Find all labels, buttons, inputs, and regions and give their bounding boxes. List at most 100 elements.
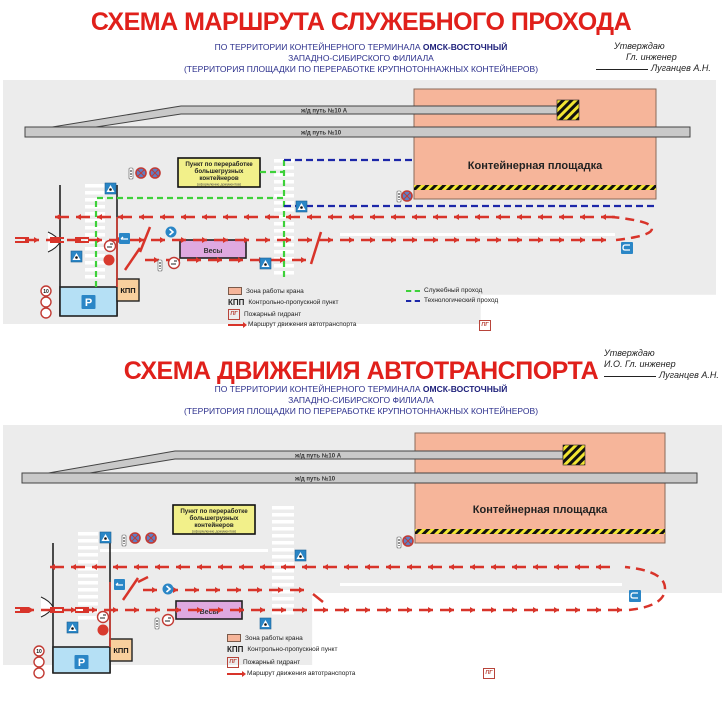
hydrant-icon: ПГ	[228, 309, 240, 320]
route-arrowhead	[386, 564, 391, 570]
crosswalk-stripe	[85, 191, 105, 195]
crosswalk-stripe	[272, 569, 294, 573]
route-arrowhead	[323, 607, 328, 613]
route-arrowhead	[155, 607, 160, 613]
route-arrowhead	[433, 237, 438, 243]
scheme-subtitle: ПО ТЕРРИТОРИИ КОНТЕЙНЕРНОГО ТЕРМИНАЛА ОМ…	[0, 384, 722, 417]
scales-label: Весы	[204, 248, 223, 255]
route-arrowhead	[407, 607, 412, 613]
route-arrowhead	[596, 564, 601, 570]
route-arrowhead	[160, 237, 165, 243]
hydrant-icon: ПГ	[483, 668, 495, 679]
pedestrian-crossing-icon	[300, 206, 303, 209]
route-arrowhead	[538, 237, 543, 243]
container-yard-label: Контейнерная площадка	[468, 160, 603, 172]
route-arrowhead	[407, 564, 412, 570]
route-arrowhead	[97, 214, 102, 220]
route-arrowhead	[134, 564, 139, 570]
crosswalk-stripe	[85, 247, 105, 251]
subtitle-area: (ТЕРРИТОРИЯ ПЛОЩАДКИ ПО ПЕРЕРАБОТКЕ КРУП…	[183, 406, 539, 416]
legend-label: Служебный проход	[424, 287, 483, 294]
processing-point-label: Пункт по переработке	[180, 508, 248, 515]
route-arrowhead	[244, 237, 249, 243]
route-arrowhead	[217, 257, 222, 263]
road-marking	[100, 549, 268, 552]
route-arrowhead	[370, 237, 375, 243]
crosswalk-stripe	[78, 532, 98, 536]
crosswalk-stripe	[78, 553, 98, 557]
route-arrowhead	[391, 214, 396, 220]
route-arrowhead	[215, 587, 220, 593]
route-arrow-swatch	[227, 670, 246, 677]
approval-block: Утверждаю Гл. инженер Луганцев А.Н.	[596, 41, 711, 74]
route-arrowhead	[449, 564, 454, 570]
track-10a-label: ж/д путь №10 А	[294, 453, 342, 460]
route-arrowhead	[580, 237, 585, 243]
route-arrowhead	[176, 564, 181, 570]
restriction-sign-icon	[33, 645, 45, 657]
restriction-sign-icon	[33, 667, 45, 679]
route-arrowhead	[265, 214, 270, 220]
subtitle-branch: ЗАПАДНО-СИБИРСКОГО ФИЛИАЛА	[288, 53, 434, 63]
route-arrowhead	[428, 564, 433, 570]
pedestrian-crossing-icon	[104, 537, 107, 540]
no-turn-icon	[100, 614, 106, 619]
no-turn-icon	[171, 260, 177, 265]
crane-rail-hazard	[415, 529, 665, 534]
no-turn-icon	[167, 256, 181, 270]
route-arrowhead	[281, 564, 286, 570]
subtitle-prefix: ПО ТЕРРИТОРИИ КОНТЕЙНЕРНОГО ТЕРМИНАЛА	[214, 384, 423, 394]
lane-sign-icon	[120, 236, 128, 240]
route-arrowhead	[139, 237, 144, 243]
direction-sign-icon	[165, 226, 177, 238]
crosswalk-stripe	[78, 581, 98, 585]
route-arrowhead	[601, 237, 606, 243]
parking-icon: P	[78, 657, 85, 669]
crosswalk-stripe	[272, 597, 294, 601]
parking-icon	[74, 655, 89, 669]
route-arrowhead	[533, 607, 538, 613]
route-arrowhead	[517, 237, 522, 243]
direction-sign-icon	[168, 228, 175, 236]
crosswalk-stripe	[272, 562, 294, 566]
route-arrowhead	[328, 237, 333, 243]
crosswalk-stripe	[85, 184, 105, 188]
route-arrowhead	[286, 214, 291, 220]
direction-sign-icon	[162, 583, 174, 595]
legend-crane-zone: Зона работы крана	[228, 287, 304, 295]
crosswalk-stripe	[78, 539, 98, 543]
route-arrowhead	[92, 564, 97, 570]
legend-label: Маршрут движения автотранспорта	[248, 321, 357, 328]
approval-block: Утверждаю И.О. Гл. инженер Луганцев А.Н.	[604, 348, 719, 381]
no-stopping-icon	[137, 169, 145, 177]
crosswalk-stripe	[85, 226, 105, 230]
route-arrowhead	[496, 237, 501, 243]
route-arrowhead	[370, 214, 375, 220]
kpp-label: КПП	[113, 646, 128, 655]
route-arrowhead	[470, 607, 475, 613]
route-arrowhead	[152, 587, 157, 593]
parking-icon: P	[85, 297, 92, 309]
route-loop	[624, 565, 667, 612]
processing-point-label: контейнеров	[199, 175, 239, 182]
subtitle-branch: ЗАПАДНО-СИБИРСКОГО ФИЛИАЛА	[288, 395, 434, 405]
scheme-title: СХЕМА МАРШРУТА СЛУЖЕБНОГО ПРОХОДА	[90, 8, 632, 36]
route-arrowhead	[260, 564, 265, 570]
route-diagonal	[137, 575, 149, 584]
route-arrowhead	[197, 607, 202, 613]
route-arrowhead	[239, 607, 244, 613]
route-arrowhead	[575, 607, 580, 613]
crosswalk-stripe	[272, 555, 294, 559]
route-arrowhead	[118, 214, 123, 220]
route-arrowhead	[154, 257, 159, 263]
processing-point-note: (оформление документов)	[197, 183, 241, 187]
processing-point-box	[177, 157, 261, 188]
route-arrowhead	[454, 237, 459, 243]
crane-rail-hazard	[414, 185, 656, 190]
crosswalk-stripe	[78, 595, 98, 599]
route-arrowhead	[412, 214, 417, 220]
route-arrowhead	[302, 607, 307, 613]
crosswalk-stripe	[272, 576, 294, 580]
legend-crane-zone: Зона работы крана	[227, 634, 303, 642]
